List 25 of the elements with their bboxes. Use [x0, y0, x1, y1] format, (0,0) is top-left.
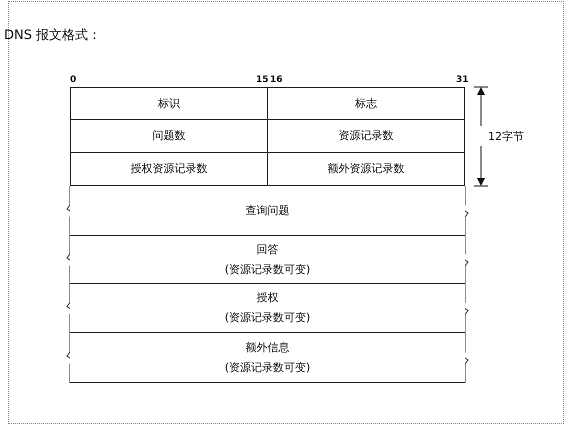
field-cell: [70, 185, 465, 236]
field-name: 资源记录数: [338, 128, 394, 144]
field-cell: [267, 87, 465, 120]
field-name: 授权: [256, 290, 278, 306]
field-cell: [70, 283, 465, 333]
field-cell: [70, 235, 465, 284]
field-name: 标志: [355, 96, 377, 112]
field-note: (资源记录数可变): [224, 360, 310, 376]
bit-number: 31: [456, 75, 469, 85]
field-name: 额外信息: [246, 340, 290, 356]
field-name: 回答: [256, 242, 278, 258]
field-cell: [70, 332, 465, 383]
bit-number: 15: [256, 75, 269, 85]
dimension-label: 12字节: [488, 129, 524, 144]
field-name: 标识: [158, 96, 180, 112]
field-note: (资源记录数可变): [224, 262, 310, 278]
field-name: 额外资源记录数: [328, 161, 404, 177]
field-note: (资源记录数可变): [224, 310, 310, 326]
field-name: 查询问题: [246, 202, 290, 218]
bit-number: 16: [270, 75, 283, 85]
field-name: 问题数: [152, 128, 186, 144]
field-name: 授权资源记录数: [130, 161, 208, 177]
field-cell: [70, 87, 268, 120]
diagram-title: DNS 报文格式：: [4, 27, 102, 44]
bit-number: 0: [70, 75, 76, 85]
